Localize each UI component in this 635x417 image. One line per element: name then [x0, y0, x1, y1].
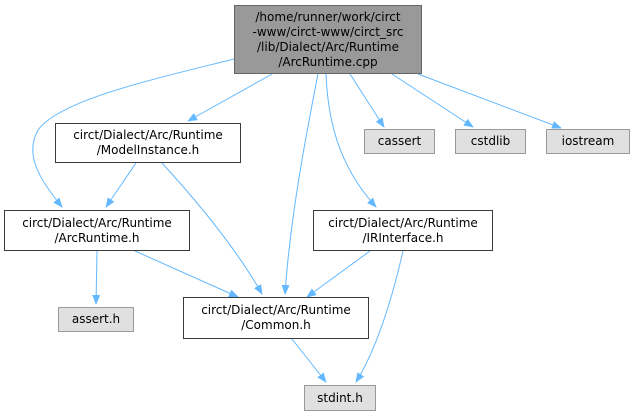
node-ir-interface[interactable]: circt/Dialect/Arc/Runtime /IRInterface.h — [313, 210, 493, 251]
node-root-line-2: -www/circt-www/circt_src — [252, 24, 404, 39]
node-stdint-h-label: stdint.h — [317, 390, 363, 405]
node-arc-runtime-h[interactable]: circt/Dialect/Arc/Runtime /ArcRuntime.h — [4, 210, 190, 251]
edge-root-to-arcruntime — [32, 58, 235, 208]
node-cassert-label: cassert — [377, 134, 422, 148]
node-ir-interface-line-2: /IRInterface.h — [362, 230, 444, 245]
node-assert-h-label: assert.h — [71, 312, 121, 326]
node-common-h-line-2: /Common.h — [241, 318, 311, 332]
node-model-instance-line-1: circt/Dialect/Arc/Runtime — [73, 128, 223, 142]
edge-arcruntime-to-asserth — [92, 250, 101, 305]
node-model-instance-line-2: /ModelInstance.h — [96, 143, 200, 157]
node-root-line-1: /home/runner/work/circt — [255, 9, 401, 24]
node-ir-interface-line-1: circt/Dialect/Arc/Runtime — [328, 215, 478, 230]
node-cstdlib-label: cstdlib — [470, 134, 511, 148]
node-arc-runtime-h-line-1: circt/Dialect/Arc/Runtime — [22, 215, 172, 230]
edge-root-to-cstdlib — [391, 73, 474, 128]
node-common-h[interactable]: circt/Dialect/Arc/Runtime /Common.h — [183, 297, 369, 339]
edge-irinterface-to-stdinth — [355, 250, 404, 383]
node-cstdlib: cstdlib — [455, 129, 526, 154]
node-root-line-4: /ArcRuntime.cpp — [278, 54, 378, 69]
edge-model-to-common — [161, 162, 263, 295]
edge-root-to-iostream — [417, 73, 562, 129]
edge-root-to-irinterface — [325, 73, 377, 208]
node-iostream: iostream — [546, 129, 630, 154]
node-root-line-3: /lib/Dialect/Arc/Runtime — [256, 39, 399, 54]
edge-root-to-cassert — [349, 73, 385, 128]
edge-root-to-common — [281, 73, 319, 295]
node-stdint-h: stdint.h — [304, 385, 376, 411]
node-model-instance[interactable]: circt/Dialect/Arc/Runtime /ModelInstance… — [55, 123, 241, 163]
node-common-h-line-1: circt/Dialect/Arc/Runtime — [201, 303, 351, 317]
edge-root-to-model — [187, 73, 273, 122]
node-cassert: cassert — [364, 129, 435, 154]
edge-irinterface-to-common — [306, 250, 371, 298]
edge-common-to-stdinth — [291, 338, 327, 383]
edge-arcruntime-to-common — [134, 250, 239, 298]
node-assert-h: assert.h — [58, 307, 134, 332]
node-iostream-label: iostream — [561, 134, 615, 148]
node-root: /home/runner/work/circt -www/circt-www/c… — [234, 5, 422, 74]
node-arc-runtime-h-line-2: /ArcRuntime.h — [54, 230, 140, 245]
edge-model-to-arcruntime — [105, 162, 137, 208]
